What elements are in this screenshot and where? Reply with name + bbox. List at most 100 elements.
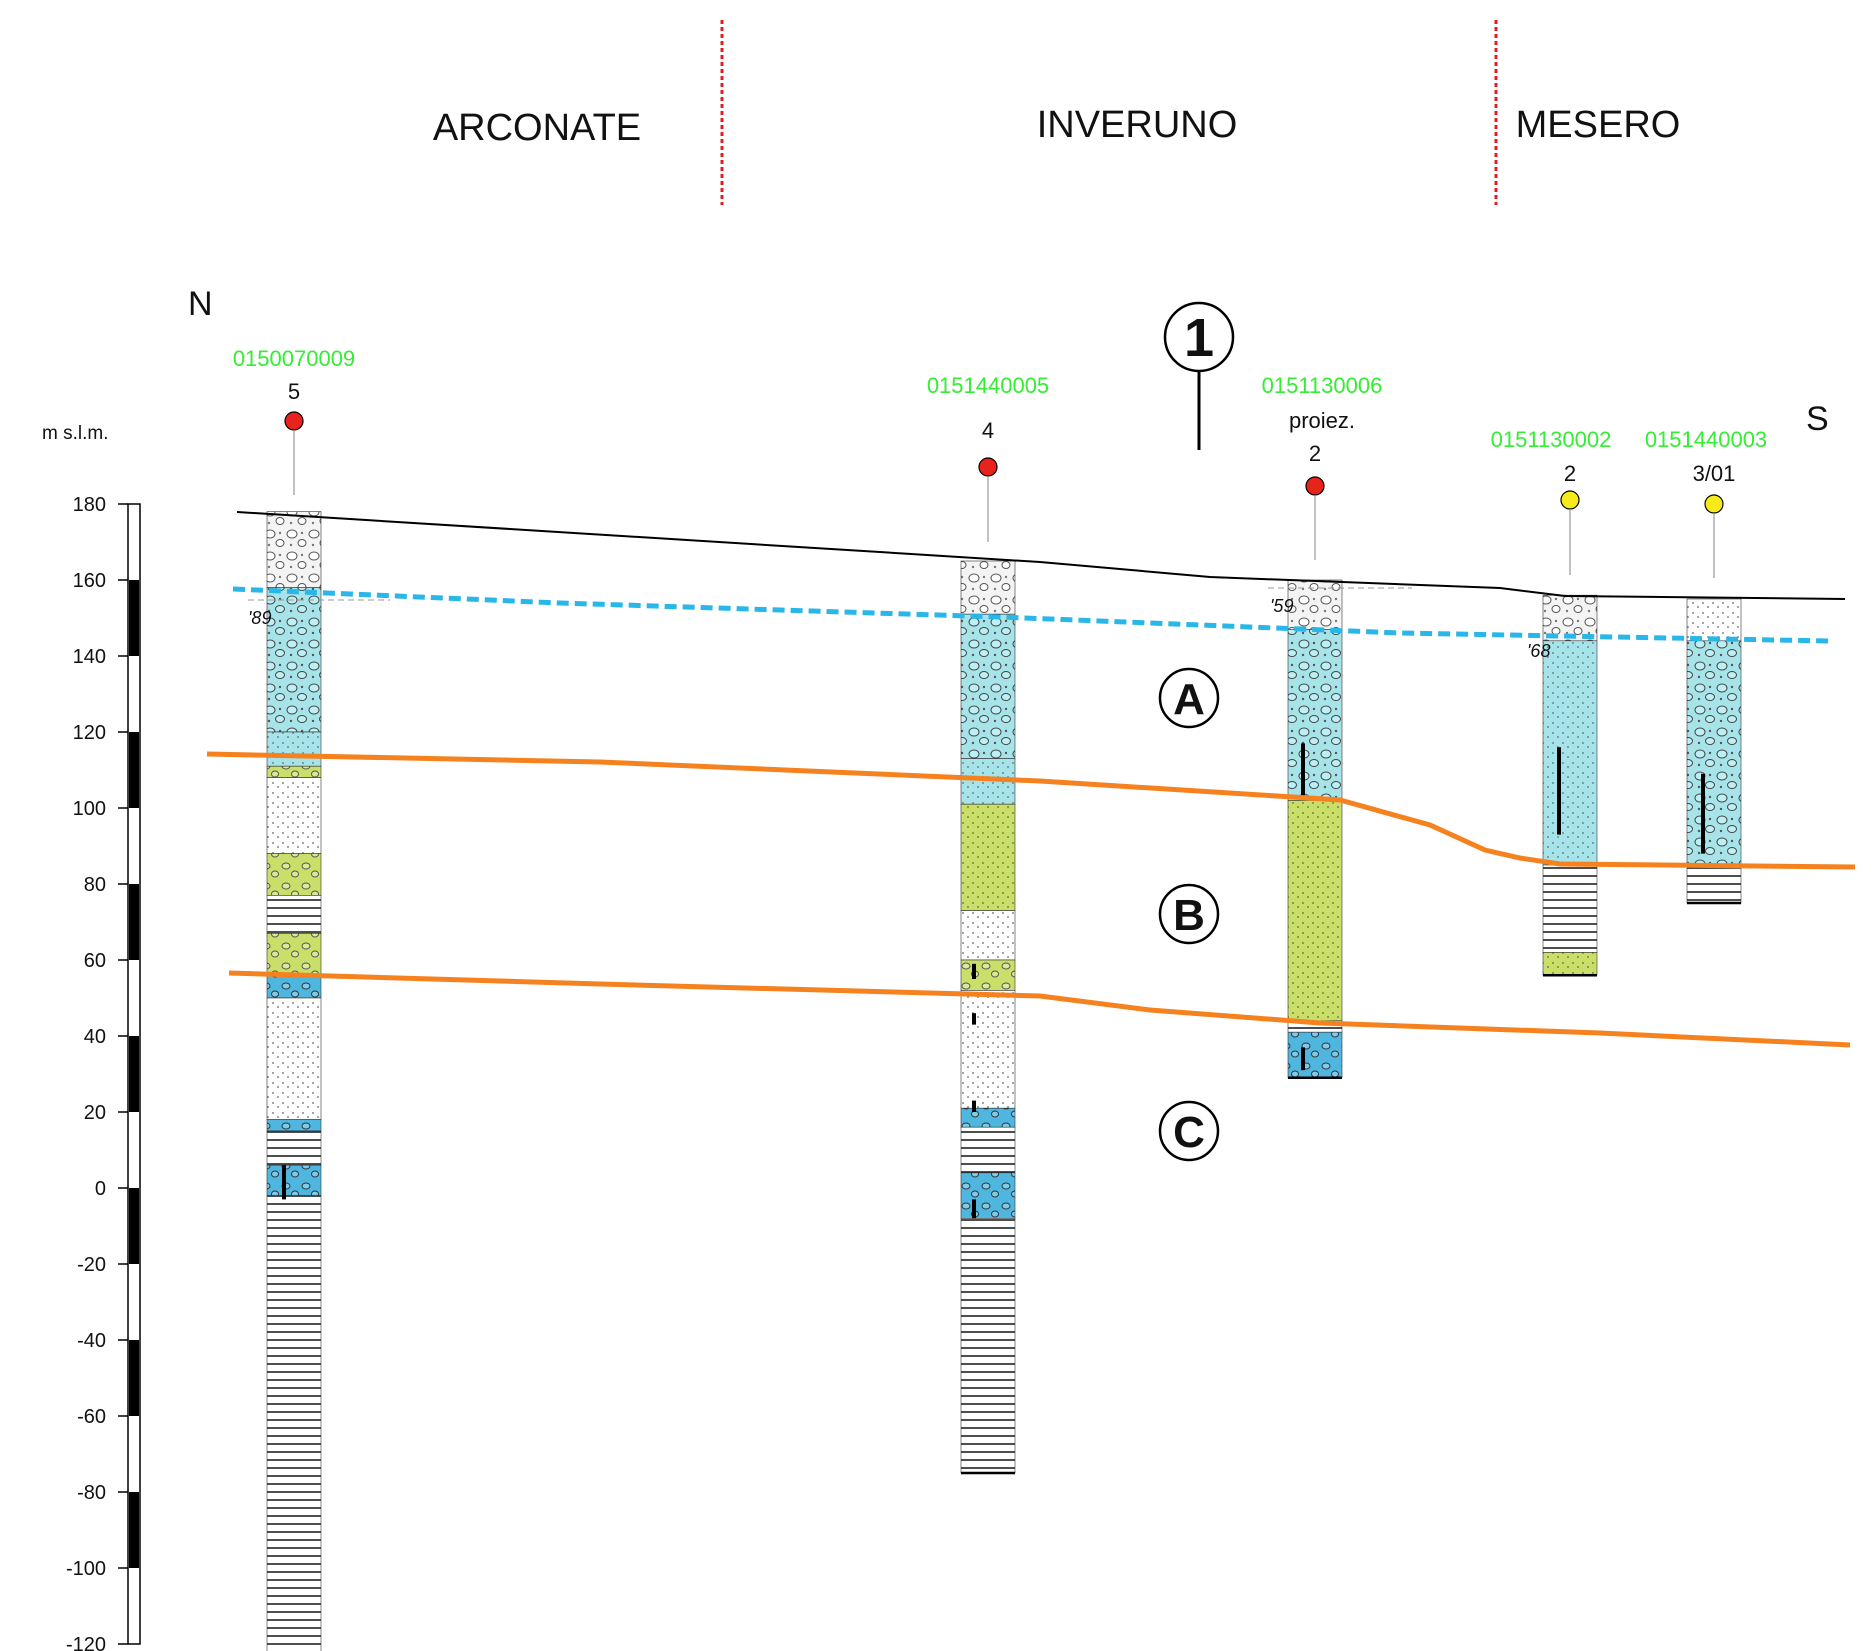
well-columns xyxy=(266,511,1742,1651)
well-number: 2 xyxy=(1564,461,1576,486)
well-column xyxy=(1542,594,1598,977)
axis-tick-label: 0 xyxy=(95,1178,106,1200)
lithology-layer xyxy=(960,803,1016,911)
lithology-layer xyxy=(960,1218,1016,1474)
lithology-layer xyxy=(1686,598,1742,642)
ground-surface-line xyxy=(236,511,1846,600)
well-5-header: 0150070009 5 '89 xyxy=(233,346,390,628)
lithology-layer xyxy=(960,1172,1016,1219)
axis-tick-label: 100 xyxy=(73,798,106,820)
well-marker xyxy=(1704,494,1724,514)
axis-band xyxy=(129,1188,139,1264)
well-4-header: 0151440005 4 xyxy=(927,373,1049,542)
lithology-layer xyxy=(960,1126,1016,1174)
lithology-layer xyxy=(1686,864,1742,904)
axis-tick-label: 120 xyxy=(73,722,106,744)
well-number: 5 xyxy=(288,379,300,404)
lithology-layer xyxy=(1287,579,1343,630)
well-code: 0151130006 xyxy=(1262,373,1383,398)
zone-b-label: B xyxy=(1173,891,1205,940)
lithology-layer xyxy=(1287,1031,1343,1079)
section-number: 1 xyxy=(1184,308,1214,368)
axis-tick-label: 40 xyxy=(84,1026,106,1048)
axis-tick-label: 80 xyxy=(84,874,106,896)
well-number: 4 xyxy=(982,418,994,443)
lithology-layer xyxy=(1287,800,1343,1022)
axis-bands xyxy=(129,580,139,1568)
lithology-layer xyxy=(1287,629,1343,801)
axis-band xyxy=(129,1036,139,1112)
axis-tick-label: -100 xyxy=(66,1558,106,1580)
town-label-arconate: ARCONATE xyxy=(433,107,641,149)
lithology-layer xyxy=(960,959,1016,991)
lithology-layer xyxy=(266,1195,322,1651)
axis-band xyxy=(129,1492,139,1568)
axis-ticks: 180 160 140 120 100 80 60 40 20 0 -20 -40 -60 -80 -100… xyxy=(66,494,128,1651)
north-label: N xyxy=(188,285,213,323)
well-number: 2 xyxy=(1309,441,1321,466)
boundary-bc-line xyxy=(228,970,1851,1048)
lithology-layer xyxy=(266,731,322,767)
axis-band xyxy=(129,732,139,808)
axis-unit-label: m s.l.m. xyxy=(42,423,109,444)
zone-c-label: C xyxy=(1173,1108,1205,1157)
well-number: 3/01 xyxy=(1693,461,1736,486)
axis-tick-label: -60 xyxy=(77,1406,106,1428)
well-code: 0151440003 xyxy=(1645,427,1767,452)
lithology-layer xyxy=(266,777,322,854)
axis-tick-label: 140 xyxy=(73,646,106,668)
well-2-mesero-header: 0151130002 2 '68 xyxy=(1491,427,1612,661)
well-year: '68 xyxy=(1527,641,1550,661)
zone-b: B xyxy=(1158,883,1220,945)
lithology-layer xyxy=(266,1119,322,1132)
axis-tick-label: -20 xyxy=(77,1254,106,1276)
axis-tick-label: -120 xyxy=(66,1634,106,1651)
axis-band xyxy=(129,580,139,656)
lithology-layer xyxy=(960,1107,1016,1128)
well-3-01-header: 0151440003 3/01 xyxy=(1645,427,1767,578)
lithology-layer xyxy=(1542,594,1598,642)
lithology-layer xyxy=(266,933,322,976)
well-code: 0150070009 xyxy=(233,346,355,371)
lithology-layer xyxy=(266,511,322,588)
water-table-line xyxy=(232,586,1831,644)
town-label-mesero: MESERO xyxy=(1516,104,1681,146)
lithology-layer xyxy=(1542,864,1598,953)
lithology-layer xyxy=(266,997,322,1120)
lithology-layer xyxy=(266,1130,322,1166)
axis-tick-label: -80 xyxy=(77,1482,106,1504)
zone-a: A xyxy=(1158,667,1220,729)
axis-tick-label: 160 xyxy=(73,570,106,592)
boundary-ab-line xyxy=(206,751,1856,870)
lithology-layer xyxy=(266,765,322,778)
well-code: 0151130002 xyxy=(1491,427,1612,452)
lithology-layer xyxy=(266,974,322,999)
well-column xyxy=(1686,598,1742,905)
axis-tick-label: 180 xyxy=(73,494,106,516)
lithology-layer xyxy=(960,560,1016,615)
well-year: '89 xyxy=(248,608,271,628)
lithology-layer xyxy=(1686,640,1742,866)
well-column xyxy=(266,511,322,1651)
zone-a-label: A xyxy=(1173,675,1205,724)
axis-tick-label: 20 xyxy=(84,1102,106,1124)
axis-tick-label: -40 xyxy=(77,1330,106,1352)
axis-band xyxy=(129,884,139,960)
south-label: S xyxy=(1806,400,1829,438)
axis-tick-label: 60 xyxy=(84,950,106,972)
zone-c: C xyxy=(1158,1100,1220,1162)
well-2-proiez-header: 0151130006 proiez. 2 '59 xyxy=(1262,373,1412,616)
well-column xyxy=(960,560,1016,1475)
well-marker xyxy=(284,411,304,431)
lithology-layer xyxy=(960,910,1016,961)
well-year: '59 xyxy=(1270,596,1293,616)
elevation-axis: 180 160 140 120 100 80 60 40 20 0 -20 -40 -60 -80 -100… xyxy=(66,494,141,1651)
well-column xyxy=(1287,579,1343,1080)
well-marker xyxy=(1560,490,1580,510)
well-code: 0151440005 xyxy=(927,373,1049,398)
well-marker xyxy=(978,457,998,477)
well-marker xyxy=(1305,476,1325,496)
lithology-layer xyxy=(960,613,1016,759)
well-note: proiez. xyxy=(1289,408,1355,433)
